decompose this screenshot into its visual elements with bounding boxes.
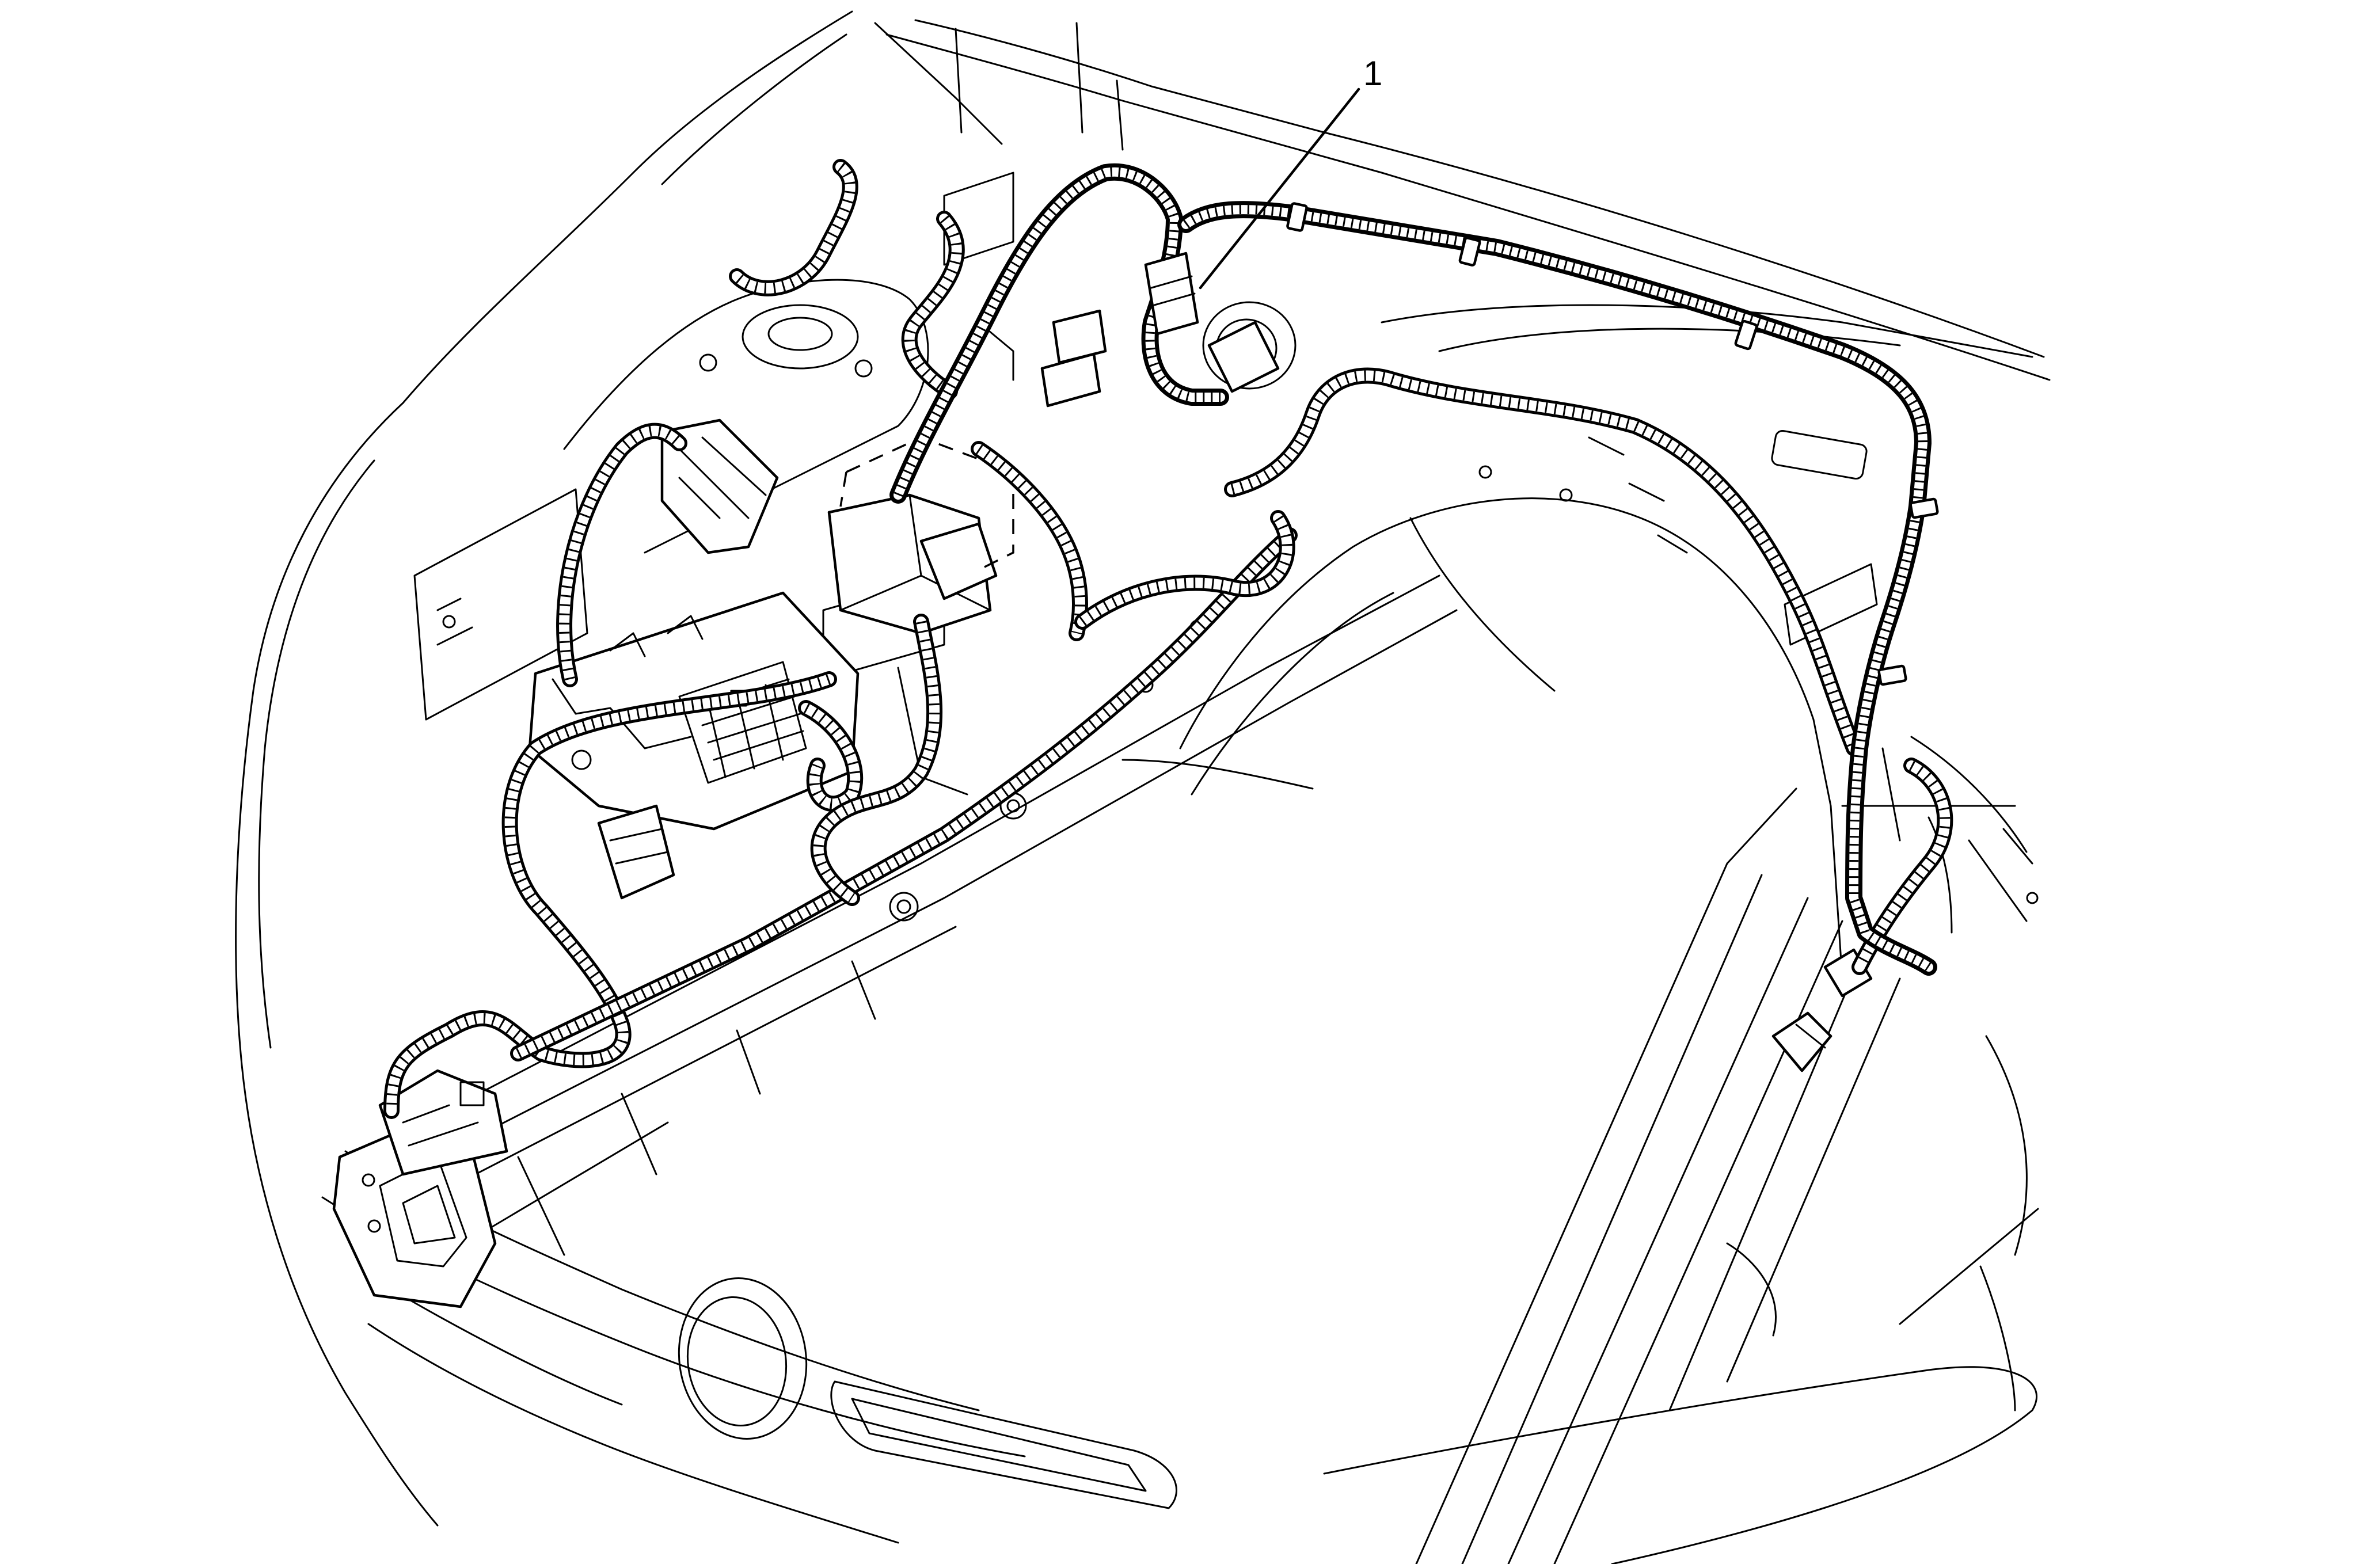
abs-module	[827, 436, 1014, 635]
upper-relay-blocks	[943, 172, 1107, 408]
callout-label: 1	[1363, 54, 1382, 93]
engine-harness	[383, 159, 1953, 1119]
headlamp-connector-left	[660, 418, 779, 554]
grommet-right	[1202, 301, 1297, 393]
callout-1: 1	[1199, 54, 1382, 290]
front-connector-cluster	[378, 1069, 508, 1176]
highlighted-harness	[889, 163, 1939, 976]
lower-connector-left	[597, 804, 675, 900]
callout-leader-line	[1199, 87, 1360, 290]
